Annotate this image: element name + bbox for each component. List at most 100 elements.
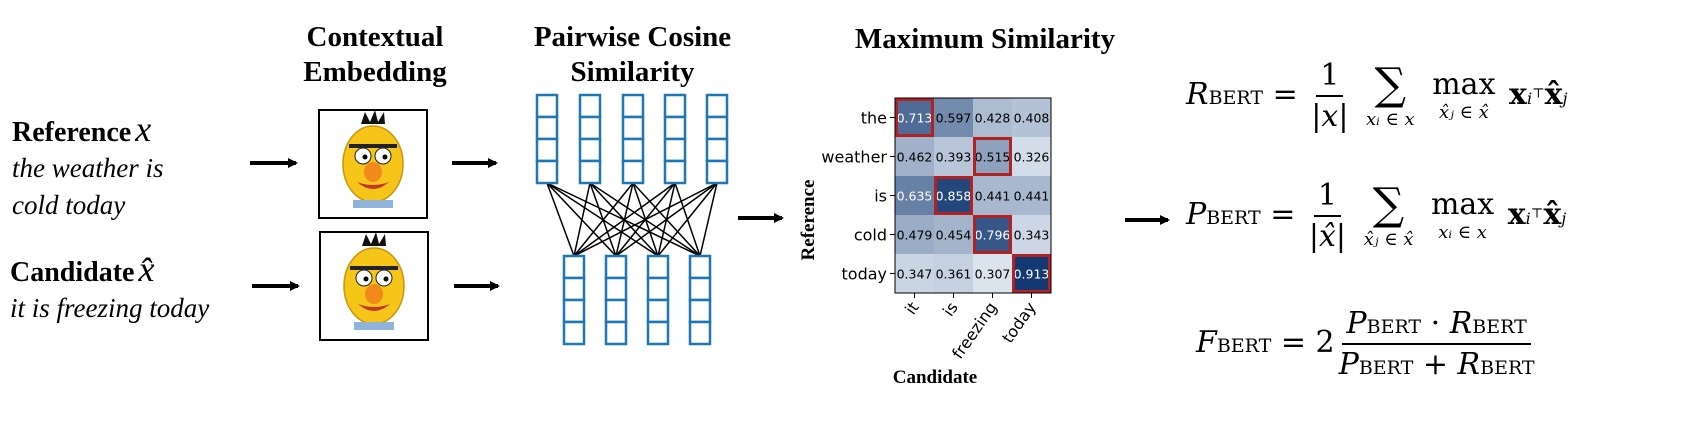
heatmap-cell <box>973 137 1012 176</box>
candidate-variable: x̂ <box>138 249 155 289</box>
heatmap-value-label: 0.408 <box>1014 111 1050 126</box>
title-line: Contextual <box>306 21 444 53</box>
heatmap-cell <box>973 98 1012 137</box>
reference-label: Reference <box>12 117 132 148</box>
heatmap-value-label: 0.597 <box>936 111 972 126</box>
reference-variable: x <box>135 109 152 149</box>
max-highlight-box <box>973 215 1012 254</box>
title-line: Embedding <box>303 56 447 88</box>
heatmap-value-label: 0.428 <box>975 111 1011 126</box>
heatmap-cell <box>895 215 934 254</box>
heatmap-value-label: 0.454 <box>936 228 972 243</box>
heatmap-row-labels: the weather is cold today <box>821 109 895 284</box>
eq-sum: ∑xᵢ ∈ x <box>1365 58 1415 130</box>
bert-face-icon <box>343 232 405 330</box>
connection-line <box>657 182 718 257</box>
max-highlight-box <box>895 98 934 137</box>
connection-line <box>573 182 676 257</box>
candidate-embedding-vector <box>688 254 712 346</box>
embedding-box-reference <box>318 109 428 219</box>
cosine-network <box>535 93 729 346</box>
connection-line <box>573 182 634 257</box>
heatmap-cell <box>934 98 973 137</box>
heatmap-cell <box>973 254 1012 293</box>
eq-max-sub: x̂ⱼ ∈ x̂ <box>1438 101 1489 123</box>
max-highlight-box <box>934 176 973 215</box>
heatmap-cell <box>895 254 934 293</box>
heatmap-value-label: 0.326 <box>1014 150 1050 165</box>
heatmap-value-label: 0.635 <box>897 189 933 204</box>
eq-sum: ∑x̂ⱼ ∈ x̂ <box>1363 178 1414 250</box>
connection-line <box>573 182 718 257</box>
heatmap-row-label: cold <box>854 226 887 245</box>
heatmap-value-label: 0.462 <box>897 150 933 165</box>
heatmap-value-label: 0.393 <box>936 150 972 165</box>
max-highlight-box <box>1012 254 1051 293</box>
heatmap-row-label: today <box>842 265 888 284</box>
heatmap-cell <box>934 137 973 176</box>
eq-fraction: 1|x̂| <box>1309 178 1346 254</box>
eq-fraction: 1|x| <box>1311 58 1348 134</box>
eq-coef: 2 <box>1315 325 1335 360</box>
heatmap-row-label: is <box>874 187 887 206</box>
heatmap-value-label: 0.858 <box>936 189 972 204</box>
title-line: Similarity <box>570 56 695 88</box>
heatmap-value-label: 0.307 <box>975 267 1011 282</box>
heatmap-cell <box>895 137 934 176</box>
max-highlight-box <box>973 137 1012 176</box>
title-contextual-embedding: Contextual Embedding <box>290 20 460 90</box>
eq-lhs-sub: BERT <box>1206 207 1261 229</box>
reference-embedding-vector <box>663 93 687 185</box>
eq-frac-num: 1 <box>1316 58 1344 97</box>
heatmap-cell <box>934 215 973 254</box>
reference-embedding-vector <box>578 93 602 185</box>
connection-line <box>573 182 591 257</box>
heatmap-cell <box>973 215 1012 254</box>
heatmap-cell <box>1012 137 1051 176</box>
heatmap-cell <box>895 98 934 137</box>
eq-frac-num: 1 <box>1313 178 1341 217</box>
heatmap-cell <box>934 254 973 293</box>
reference-sentence-line: the weather is <box>12 153 164 183</box>
f1-equation: FBERT = 2 PBERT · RBERT PBERT + RBERT <box>1196 306 1535 382</box>
reference-block: Reference x the weather is cold today <box>12 108 163 224</box>
heatmap-cell <box>895 176 934 215</box>
heatmap-value-label: 0.479 <box>897 228 933 243</box>
eq-sum-sub: xᵢ ∈ x <box>1365 108 1415 130</box>
eq-lhs: R <box>1186 77 1209 112</box>
reference-embedding-vector <box>621 93 645 185</box>
arrows <box>250 158 1170 291</box>
heatmap-cell <box>1012 215 1051 254</box>
candidate-embedding-vector <box>646 254 670 346</box>
candidate-sentence-line: it is freezing today <box>10 293 210 323</box>
eq-fraction: PBERT · RBERT PBERT + RBERT <box>1338 306 1535 382</box>
title-line: Pairwise Cosine <box>533 21 732 53</box>
eq-frac-den: |x̂| <box>1308 219 1347 254</box>
heatmap-xlabel: Candidate <box>893 367 977 388</box>
eq-lhs: P <box>1186 197 1207 232</box>
heatmap-row-label: weather <box>821 148 887 167</box>
heatmap-cell <box>1012 254 1051 293</box>
eq-lhs-sub: BERT <box>1208 87 1264 109</box>
heatmap-value-label: 0.913 <box>1014 267 1050 282</box>
connection-line <box>615 182 718 257</box>
candidate-label: Candidate <box>10 257 135 288</box>
eq-lhs: F <box>1196 325 1217 360</box>
reference-sentence-line: cold today <box>12 190 126 220</box>
heatmap-value-label: 0.796 <box>975 228 1011 243</box>
heatmap-row-label: the <box>861 109 887 128</box>
candidate-embedding-vector <box>562 254 586 346</box>
candidate-block: Candidate x̂ it is freezing today <box>10 248 209 327</box>
heatmap-col-label: is <box>939 298 962 319</box>
title-pairwise-cosine: Pairwise Cosine Similarity <box>510 20 755 90</box>
bert-face-icon <box>342 110 404 208</box>
eq-lhs-sub: BERT <box>1216 335 1272 357</box>
